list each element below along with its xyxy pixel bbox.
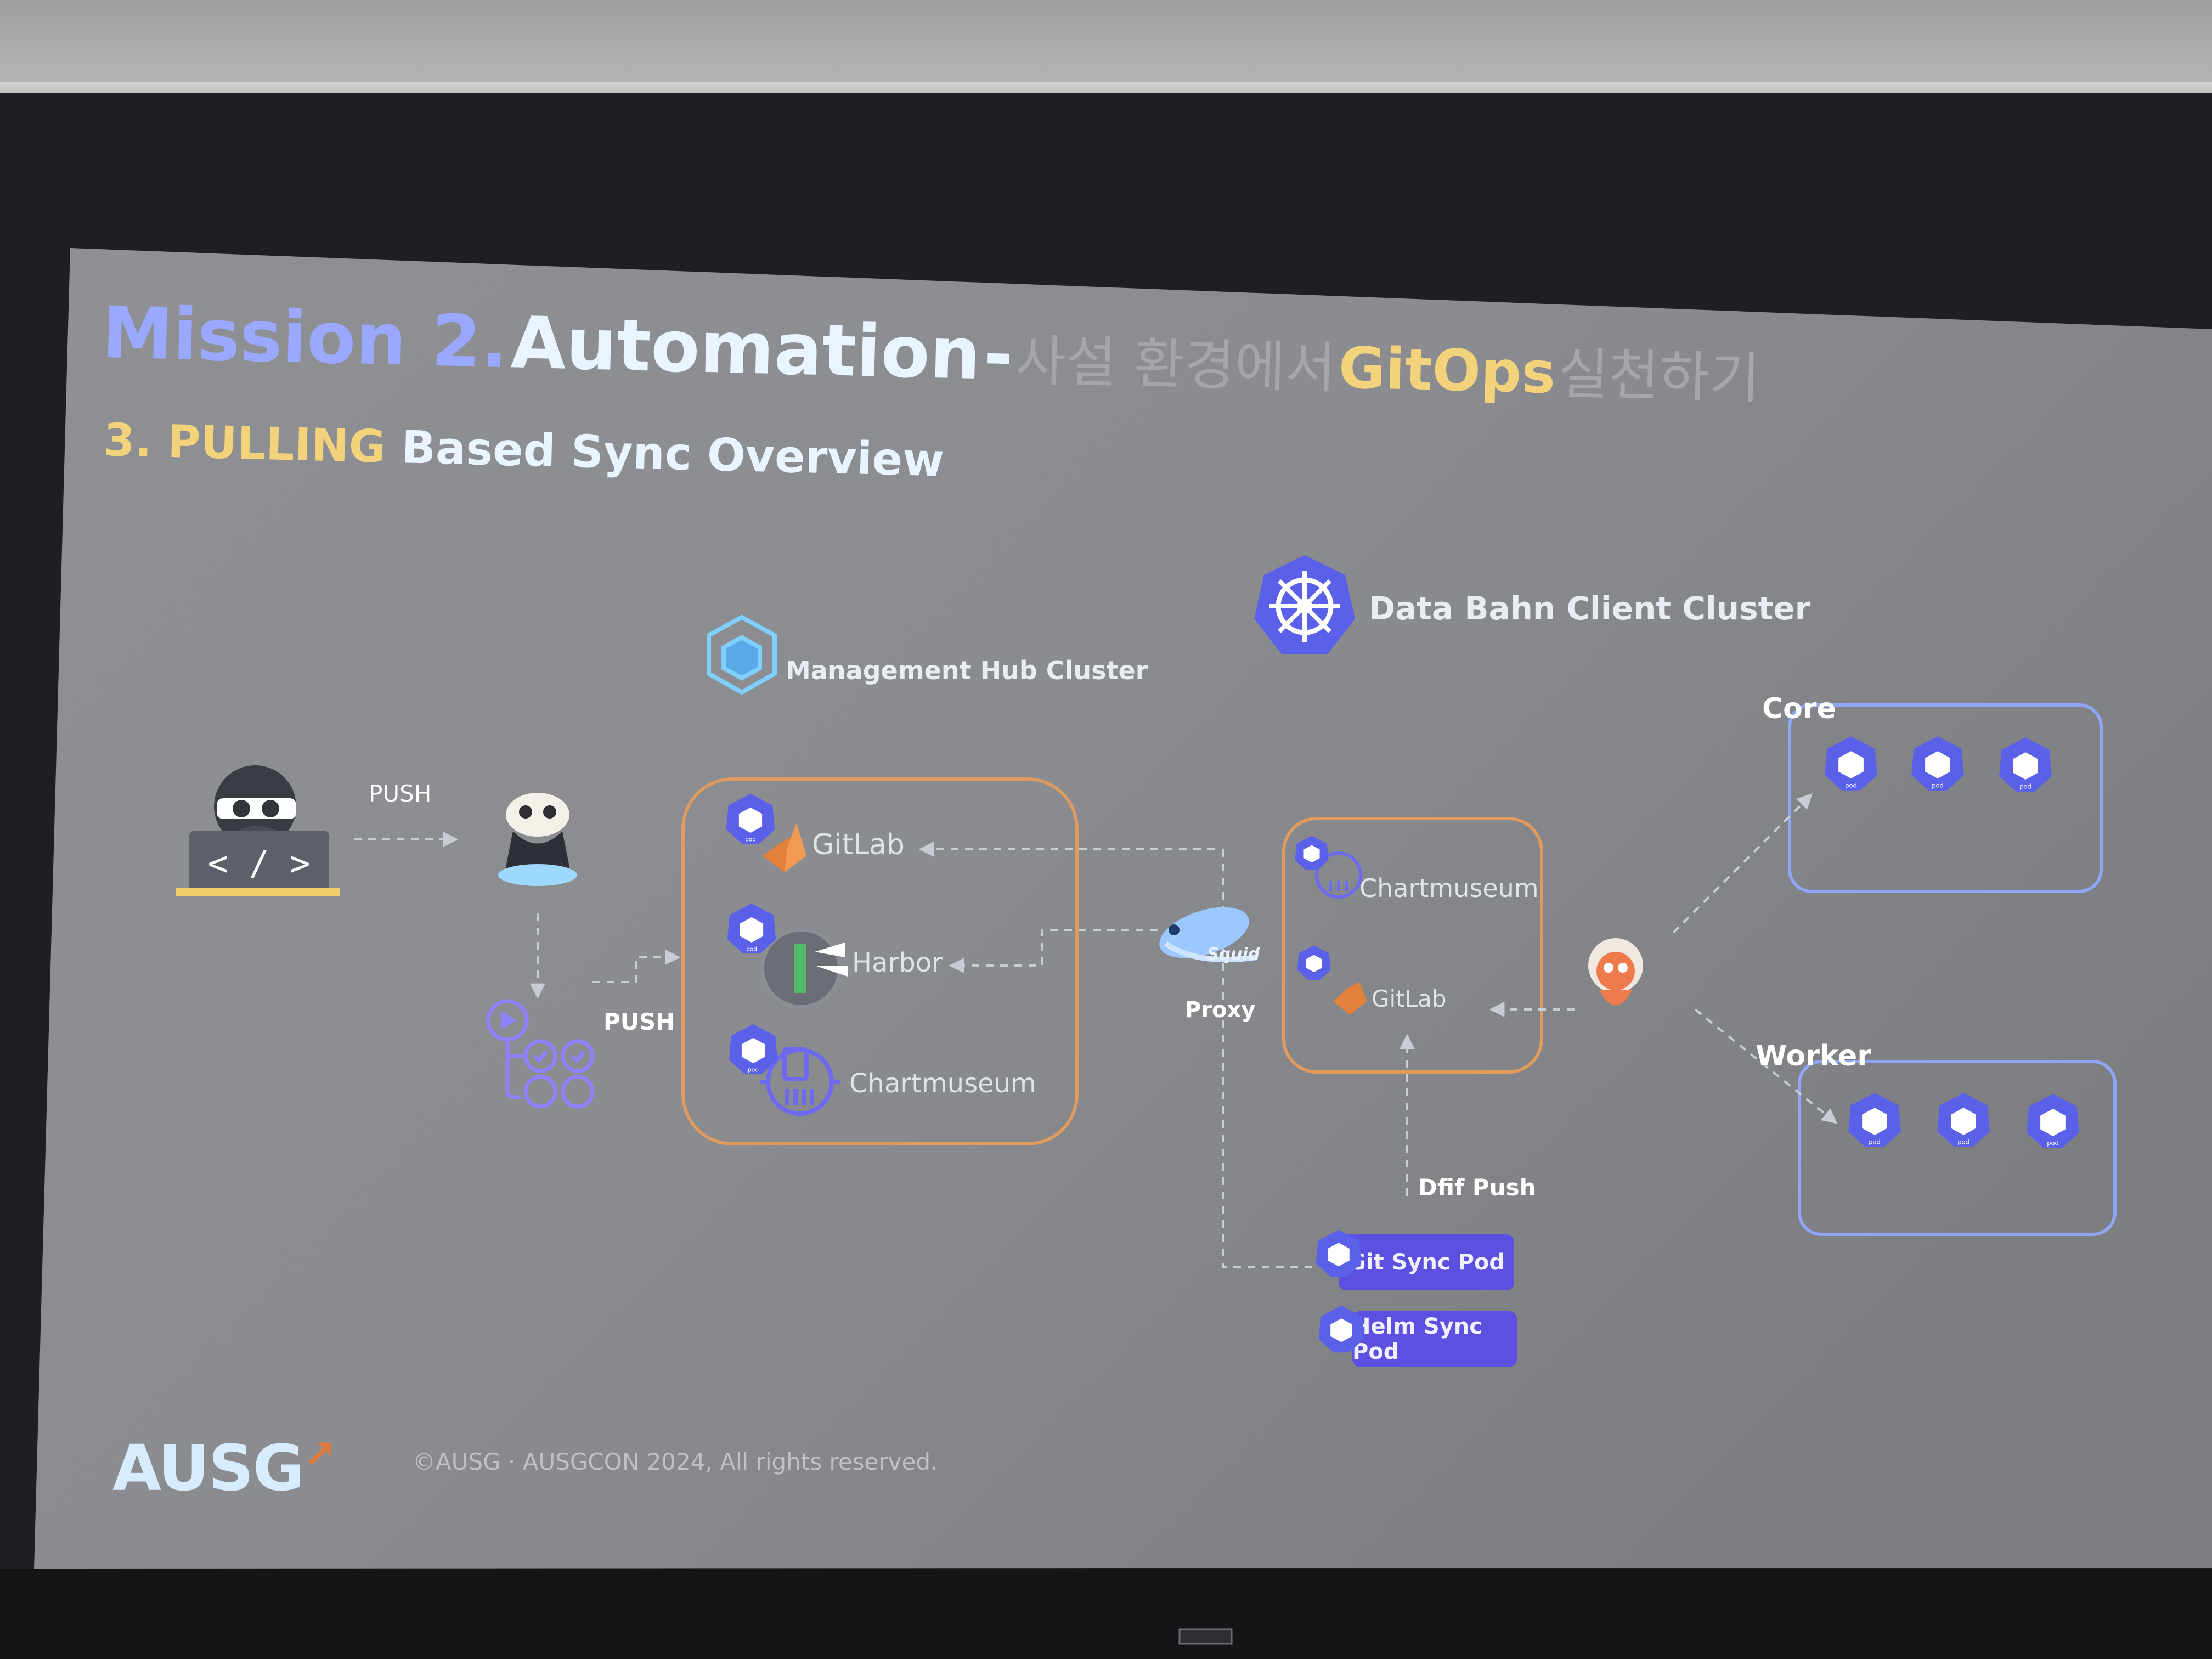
footer-copyright: ©AUSG · AUSGCON 2024, All rights reserve… xyxy=(413,1448,938,1475)
pod-icon: pod xyxy=(1999,737,2052,792)
svg-text:pod: pod xyxy=(1845,782,1857,789)
gitlab-icon xyxy=(763,823,806,872)
kubernetes-helm-icon xyxy=(1254,555,1355,654)
svg-text:pod: pod xyxy=(2047,1139,2059,1147)
pod-icon xyxy=(1297,945,1331,980)
worker-box xyxy=(1798,1060,2117,1236)
subtitle-number: 3. xyxy=(103,414,153,468)
title-mission: Mission 2. xyxy=(101,291,509,385)
title-gitops: GitOps xyxy=(1338,334,1556,407)
client-chartmuseum-label: Chartmuseum xyxy=(1359,873,1539,903)
ausg-logo-text: AUSG xyxy=(112,1432,304,1505)
screen-brand-tag xyxy=(1178,1628,1233,1645)
pod-icon: pod xyxy=(729,1024,778,1075)
title-korean-1: 사설 환경에서 xyxy=(1014,328,1337,400)
git-sync-pod-label: Git Sync Pod xyxy=(1347,1250,1505,1275)
client-cluster-title: Data Bahn Client Cluster xyxy=(1369,590,1811,627)
mgmt-cluster-title: Management Hub Cluster xyxy=(786,656,1148,685)
chartmuseum-icon xyxy=(1315,851,1362,899)
pod-icon: pod xyxy=(1911,736,1964,791)
chartmuseum-icon xyxy=(760,1047,840,1116)
pod-icon xyxy=(1295,836,1329,871)
argo-icon xyxy=(1588,938,1643,1006)
mgmt-cluster-box xyxy=(681,777,1079,1146)
client-cluster-box xyxy=(1282,817,1543,1074)
pod-icon: pod xyxy=(1825,736,1877,791)
mgmt-harbor-label: Harbor xyxy=(852,947,943,978)
squid-label: Squid xyxy=(1207,945,1260,964)
worker-label: Worker xyxy=(1756,1040,1871,1073)
core-box xyxy=(1788,703,2103,893)
svg-text:pod: pod xyxy=(746,946,757,952)
pod-icon xyxy=(1318,1305,1364,1353)
svg-text:pod: pod xyxy=(745,836,756,843)
developer-icon: < / > xyxy=(176,765,340,896)
svg-text:< / >: < / > xyxy=(208,843,311,883)
cube-icon xyxy=(707,614,777,695)
ausg-logo: AUSG↗ xyxy=(112,1432,336,1505)
core-label: Core xyxy=(1762,692,1836,725)
svg-text:pod: pod xyxy=(2019,783,2032,791)
pod-icon: pod xyxy=(727,903,776,954)
arrow-up-right-icon: ↗ xyxy=(303,1432,336,1477)
svg-text:pod: pod xyxy=(1957,1138,1970,1146)
pod-icon: pod xyxy=(2027,1094,2079,1148)
title-automation: Automation xyxy=(510,301,982,396)
github-actions-icon xyxy=(486,999,595,1109)
slide-surface xyxy=(34,248,2212,1569)
pod-icon: pod xyxy=(726,793,775,844)
title-dash: - xyxy=(982,312,1014,397)
pod-icon: pod xyxy=(1937,1093,1990,1147)
helm-sync-pod-label: Helm Sync Pod xyxy=(1352,1314,1482,1364)
client-gitlab-label: GitLab xyxy=(1372,985,1447,1012)
push-label-1: PUSH xyxy=(369,780,432,807)
push-label-2: PUSH xyxy=(603,1008,675,1035)
mgmt-gitlab-label: GitLab xyxy=(812,828,905,861)
helm-sync-pod-pill: Helm Sync Pod xyxy=(1352,1311,1517,1367)
svg-text:pod: pod xyxy=(748,1066,759,1073)
svg-text:pod: pod xyxy=(1932,782,1944,789)
squid-icon xyxy=(1159,907,1257,963)
proxy-label: Proxy xyxy=(1185,997,1256,1023)
title-korean-2: 실천하기 xyxy=(1557,341,1761,411)
pod-icon xyxy=(1316,1229,1362,1277)
mgmt-chartmuseum-label: Chartmuseum xyxy=(849,1068,1036,1099)
git-sync-pod-pill: Git Sync Pod xyxy=(1339,1234,1514,1290)
screen-bottom-bar xyxy=(0,1569,2212,1659)
subtitle-pulling: PULLING xyxy=(167,415,387,473)
pod-icon: pod xyxy=(1848,1093,1901,1147)
github-octocat-icon xyxy=(498,793,577,886)
diff-push-label: Dfif Push xyxy=(1418,1174,1536,1201)
svg-text:pod: pod xyxy=(1869,1138,1881,1146)
gitlab-icon xyxy=(1333,982,1367,1015)
harbor-icon xyxy=(761,928,848,1008)
